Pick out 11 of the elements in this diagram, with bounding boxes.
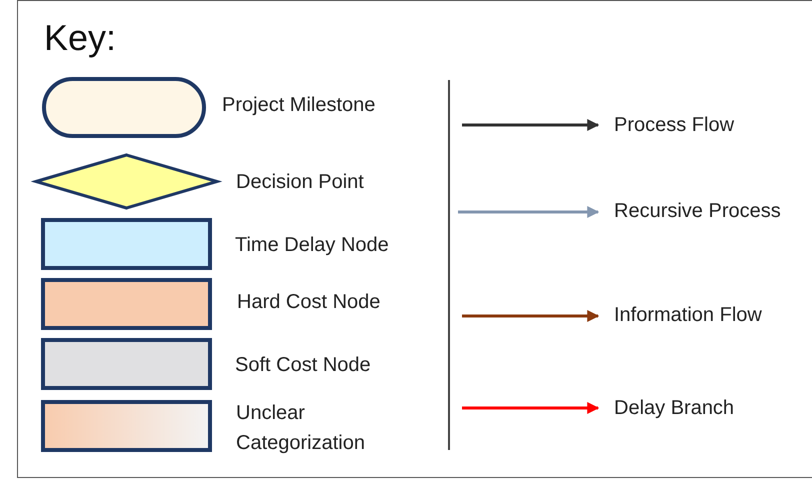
legend-label: Time Delay Node xyxy=(235,233,389,258)
legend-label: Delay Branch xyxy=(614,396,734,421)
legend-label: Information Flow xyxy=(614,303,762,328)
key-title: Key: xyxy=(44,18,116,58)
legend-label: Process Flow xyxy=(614,113,734,138)
legend-label: Decision Point xyxy=(236,170,364,195)
legend-label: Unclear Categorization xyxy=(236,401,366,456)
legend-label: Project Milestone xyxy=(222,93,376,118)
legend-label: Soft Cost Node xyxy=(235,353,371,378)
legend-label: Hard Cost Node xyxy=(237,290,380,315)
legend-label: Recursive Process xyxy=(614,199,781,224)
